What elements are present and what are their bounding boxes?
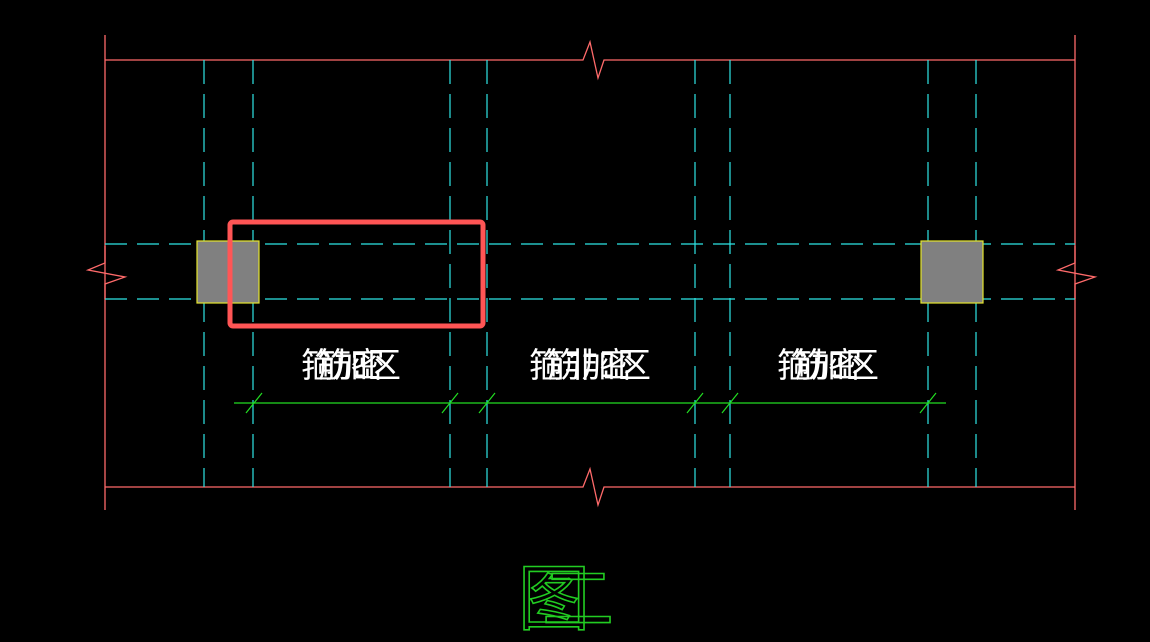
tick-1 xyxy=(245,392,263,414)
highlight-box xyxy=(227,219,486,329)
tick-6 xyxy=(919,392,937,414)
slab-outline xyxy=(85,35,1098,510)
left-beam-break xyxy=(85,246,128,299)
right-beam-break xyxy=(1055,246,1098,299)
top-break-line xyxy=(105,39,1075,81)
beam-lines xyxy=(105,243,1075,300)
zone-label-1: 箍筋加密区 xyxy=(301,346,401,386)
right-column xyxy=(920,240,984,304)
zone-label-2: 箍筋非加密区 xyxy=(529,346,651,386)
zone-label-3: 箍筋加密区 xyxy=(777,346,879,386)
tick-4 xyxy=(686,392,704,414)
dimension-line xyxy=(234,392,946,414)
bottom-break-line xyxy=(105,466,1075,508)
tick-3 xyxy=(478,392,496,414)
figure-title: 图二 xyxy=(518,557,614,641)
tick-5 xyxy=(721,392,739,414)
tick-2 xyxy=(441,392,459,414)
